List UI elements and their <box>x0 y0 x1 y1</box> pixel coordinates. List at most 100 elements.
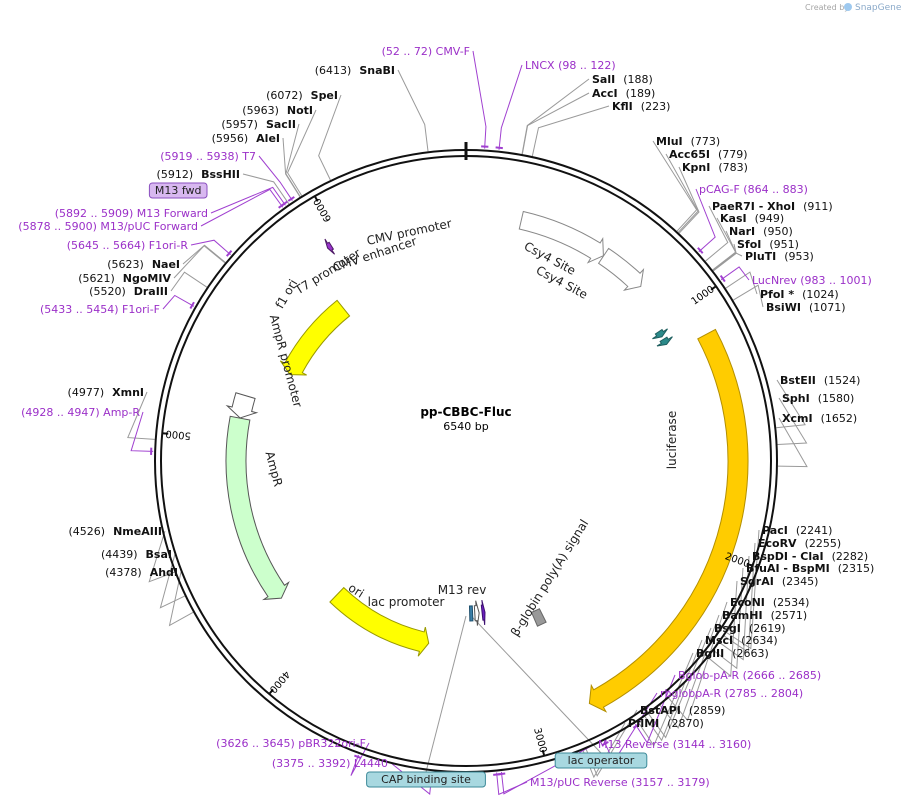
site-label-spei[interactable]: (6072)SpeI <box>266 89 338 102</box>
site-label-alei[interactable]: (5956)AleI <box>212 132 280 145</box>
feature-lac-operator[interactable] <box>468 605 474 622</box>
site-label-bstapi[interactable]: BstAPI(2859) <box>640 704 725 717</box>
feature-globin-poly-a-signal[interactable] <box>530 608 547 627</box>
site-label-xmni[interactable]: (4977)XmnI <box>68 386 144 399</box>
site-label-sali[interactable]: SalI(188) <box>592 73 653 86</box>
feature-ampr[interactable] <box>225 415 290 601</box>
primer-label-m13-reverse-3144-3160[interactable]: M13 Reverse (3144 .. 3160) <box>598 738 751 751</box>
primer-label-5919-5938-t7[interactable]: (5919 .. 5938) T7 <box>160 150 256 163</box>
primer-label-m13-puc-reverse-3157-3179[interactable]: M13/pUC Reverse (3157 .. 3179) <box>530 776 710 789</box>
site-leader <box>665 153 699 233</box>
primer-leader <box>190 239 231 256</box>
primer-label-lncx-98-122[interactable]: LNCX (98 .. 122) <box>525 59 616 72</box>
pill-label-lac-operator[interactable]: lac operator <box>568 754 635 767</box>
site-label-kasi[interactable]: KasI(949) <box>720 212 784 225</box>
site-label-bsshii[interactable]: (5912)BssHII <box>157 168 240 181</box>
plasmid-name: pp-CBBC-Fluc <box>420 405 511 419</box>
site-label-sgrai[interactable]: SgrAI(2345) <box>740 575 818 588</box>
site-label-sacii[interactable]: (5957)SacII <box>221 118 296 131</box>
site-label-acci[interactable]: AccI(189) <box>592 87 655 100</box>
site-leader <box>668 601 728 722</box>
primer-leader <box>720 266 750 281</box>
primer-label-5878-5900-m13-puc-forward[interactable]: (5878 .. 5900) M13/pUC Forward <box>18 220 198 233</box>
site-label-naei[interactable]: (5623)NaeI <box>107 258 180 271</box>
feature-label-luciferase: luciferase <box>665 411 679 469</box>
pill-label-m13-fwd[interactable]: M13 fwd <box>155 184 202 197</box>
site-leader <box>286 109 317 196</box>
site-label-msci[interactable]: MscI(2634) <box>705 634 778 647</box>
primer-leader <box>634 674 676 744</box>
site-label-nari[interactable]: NarI(950) <box>729 225 793 238</box>
site-label-noti[interactable]: (5963)NotI <box>242 104 313 117</box>
primer-label-5645-5664-f1ori-r[interactable]: (5645 .. 5664) F1ori-R <box>67 239 189 252</box>
site-label-acc65i[interactable]: Acc65I(779) <box>669 148 748 161</box>
site-label-bglii[interactable]: BglII(2663) <box>696 647 769 660</box>
primer-label-bglob-pa-r-2666-2685[interactable]: Bglob-pA-R (2666 .. 2685) <box>678 669 821 682</box>
site-leader <box>173 245 226 279</box>
site-label-pflmi[interactable]: PflMI(2870) <box>628 717 704 730</box>
site-label-ecorv[interactable]: EcoRV(2255) <box>758 537 841 550</box>
feature-m13-rev[interactable] <box>480 599 486 625</box>
site-label-econi[interactable]: EcoNI(2534) <box>730 596 809 609</box>
site-label-kfli[interactable]: KflI(223) <box>612 100 670 113</box>
site-label-bsai[interactable]: (4439)BsaI <box>101 548 172 561</box>
site-label-pfoi[interactable]: PfoI *(1024) <box>760 288 839 301</box>
feature-luciferase[interactable] <box>588 328 749 713</box>
primer-leader <box>695 188 716 253</box>
site-leader <box>521 78 590 155</box>
site-label-bspdi-clai[interactable]: BspDI - ClaI(2282) <box>752 550 868 563</box>
site-label-mlui[interactable]: MluI(773) <box>656 135 720 148</box>
primer-label-3375-3392-l4440[interactable]: (3375 .. 3392) L4440 <box>272 757 388 770</box>
feature-csy4-site[interactable] <box>652 328 668 340</box>
site-label-bsteii[interactable]: BstEII(1524) <box>780 374 860 387</box>
site-label-bsiwi[interactable]: BsiWI(1071) <box>766 301 846 314</box>
site-label-snabi[interactable]: (6413)SnaBI <box>315 64 395 77</box>
scale-tick-label: 5000 <box>165 428 191 441</box>
site-label-pluti[interactable]: PluTI(953) <box>745 250 814 263</box>
site-label-kpni[interactable]: KpnI(783) <box>682 161 748 174</box>
primer-marker <box>719 275 726 283</box>
feature-t7-promoter[interactable] <box>324 238 336 255</box>
primer-label-lucnrev-983-1001[interactable]: LucNrev (983 .. 1001) <box>752 274 872 287</box>
site-label-nmeaiii[interactable]: (4526)NmeAIII <box>69 525 163 538</box>
scale-tick-label: 3000 <box>531 727 548 754</box>
site-leader <box>652 140 698 232</box>
snapgene-logo-icon <box>844 3 852 11</box>
feature-cmv-promoter[interactable] <box>597 247 645 291</box>
feature-f1-ori[interactable] <box>279 299 351 376</box>
primer-marker <box>632 723 641 729</box>
feature-csy4-site[interactable] <box>656 336 673 347</box>
site-label-sphi[interactable]: SphI(1580) <box>782 392 854 405</box>
primer-label-3626-3645-pbr322ori-f[interactable]: (3626 .. 3645) pBR322ori-F <box>216 737 366 750</box>
pill-box-m13-fwd <box>148 182 208 199</box>
site-label-paci[interactable]: PacI(2241) <box>762 524 832 537</box>
feature-ori[interactable] <box>329 586 430 657</box>
primer-leader <box>162 294 195 310</box>
site-label-ahdi[interactable]: (4378)AhdI <box>105 566 178 579</box>
site-label-xcmi[interactable]: XcmI(1652) <box>782 412 857 425</box>
feature-lac-promoter[interactable] <box>473 600 480 626</box>
site-label-bsgi[interactable]: BsgI(2619) <box>714 622 785 635</box>
site-label-draiii[interactable]: (5520)DraIII <box>89 285 168 298</box>
feature-label-ampr: AmpR <box>262 450 285 488</box>
site-label-paer7i-xhoi[interactable]: PaeR7I - XhoI(911) <box>712 200 833 213</box>
site-label-bfuai-bspmi[interactable]: BfuAI - BspMI(2315) <box>746 562 874 575</box>
site-label-ngomiv[interactable]: (5621)NgoMIV <box>78 272 171 285</box>
site-leader <box>182 244 226 265</box>
primer-label-5433-5454-f1ori-f[interactable]: (5433 .. 5454) F1ori-F <box>40 303 160 316</box>
primer-label-52-72-cmv-f[interactable]: (52 .. 72) CMV-F <box>382 45 470 58</box>
primer-label-pcag-f-864-883[interactable]: pCAG-F (864 .. 883) <box>699 183 808 196</box>
branding-text: Created by <box>805 3 849 12</box>
feature-ampr-promoter[interactable] <box>225 392 259 419</box>
site-label-sfoi[interactable]: SfoI(951) <box>737 238 799 251</box>
primer-label-4928-4947-amp-r[interactable]: (4928 .. 4947) Amp-R <box>21 406 140 419</box>
primer-label-rbglobpa-r-2785-2804[interactable]: rbglobpA-R (2785 .. 2804) <box>660 687 803 700</box>
feature-cmv-enhancer[interactable] <box>518 210 604 264</box>
site-label-bamhi[interactable]: BamHI(2571) <box>722 609 807 622</box>
pill-label-cap-binding-site[interactable]: CAP binding site <box>381 773 471 786</box>
scale-tick-label: 4000 <box>267 668 292 695</box>
primer-leader <box>498 64 523 150</box>
primer-label-5892-5909-m13-forward[interactable]: (5892 .. 5909) M13 Forward <box>55 207 208 220</box>
site-leader <box>705 205 729 262</box>
site-leader <box>648 627 712 739</box>
